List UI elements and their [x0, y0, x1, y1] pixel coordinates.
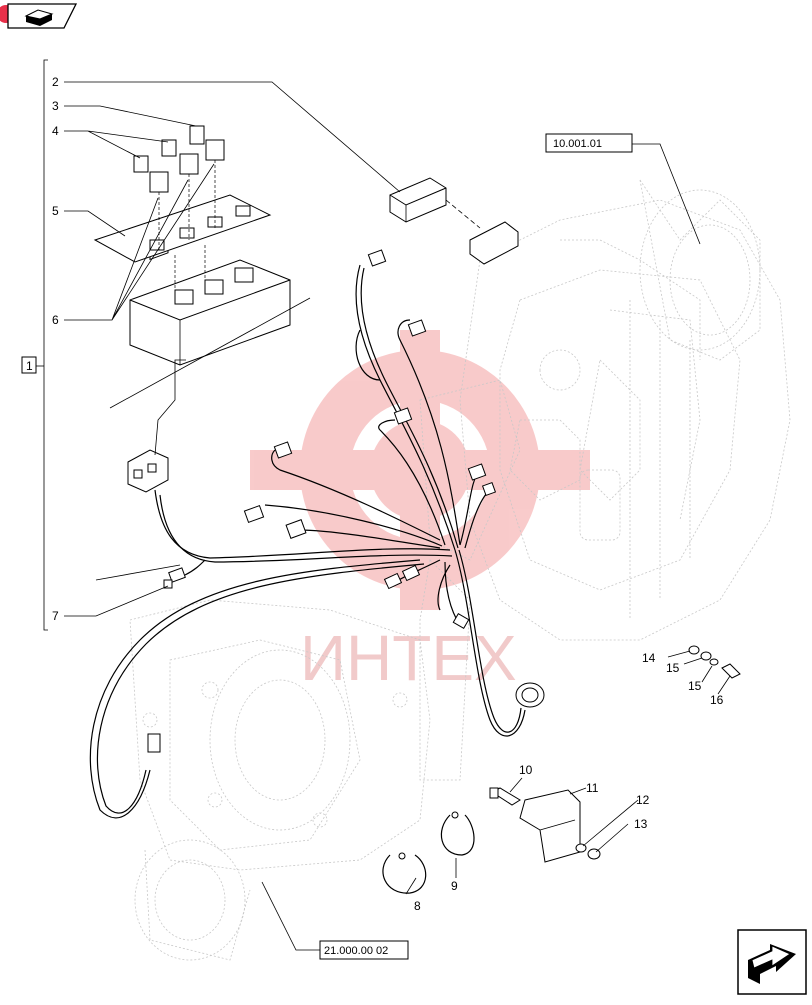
assembly-bracket	[21, 59, 48, 631]
relay-fuse-box	[93, 125, 291, 366]
callout-12: 12	[636, 793, 650, 807]
washer-15a	[700, 651, 712, 661]
washer-15b	[709, 658, 719, 666]
callout-10: 10	[519, 763, 533, 777]
watermark-logo	[250, 330, 590, 610]
callout-5: 5	[52, 204, 59, 218]
nut-14	[688, 645, 700, 655]
next-page-arrow-icon[interactable]	[737, 929, 807, 995]
callout-6: 6	[52, 313, 59, 327]
bolt-16	[721, 663, 741, 679]
bracket-11	[519, 789, 581, 863]
transmission-ghost-outline	[129, 599, 431, 961]
callout-16: 16	[710, 693, 724, 707]
callout-11: 11	[586, 781, 599, 795]
clamp-8	[382, 852, 427, 894]
callout-14: 14	[642, 651, 656, 665]
bracket-label: 1	[26, 359, 33, 373]
leader-lines	[64, 81, 731, 951]
engine-reference-text: 10.001.01	[553, 138, 602, 150]
engine-reference-link[interactable]: 10.001.01	[545, 133, 633, 153]
callout-15a: 15	[666, 661, 680, 675]
harness-connectors	[127, 249, 545, 753]
connector-housing	[389, 177, 519, 265]
wiring-harness	[89, 264, 526, 819]
book-folder-icon[interactable]	[0, 3, 78, 29]
clamp-9	[440, 811, 475, 856]
callout-3: 3	[52, 99, 59, 113]
callout-9: 9	[451, 879, 458, 893]
callout-13: 13	[634, 817, 648, 831]
callout-7: 7	[52, 609, 59, 623]
callout-2: 2	[52, 75, 59, 89]
bolt-10	[489, 787, 521, 806]
callout-15b: 15	[688, 679, 702, 693]
transmission-reference-text: 21.000.00 02	[324, 945, 388, 957]
engine-ghost-outline	[419, 179, 791, 781]
transmission-reference-link[interactable]: 21.000.00 02	[319, 940, 409, 960]
callout-4: 4	[52, 124, 59, 138]
callout-8: 8	[414, 899, 421, 913]
